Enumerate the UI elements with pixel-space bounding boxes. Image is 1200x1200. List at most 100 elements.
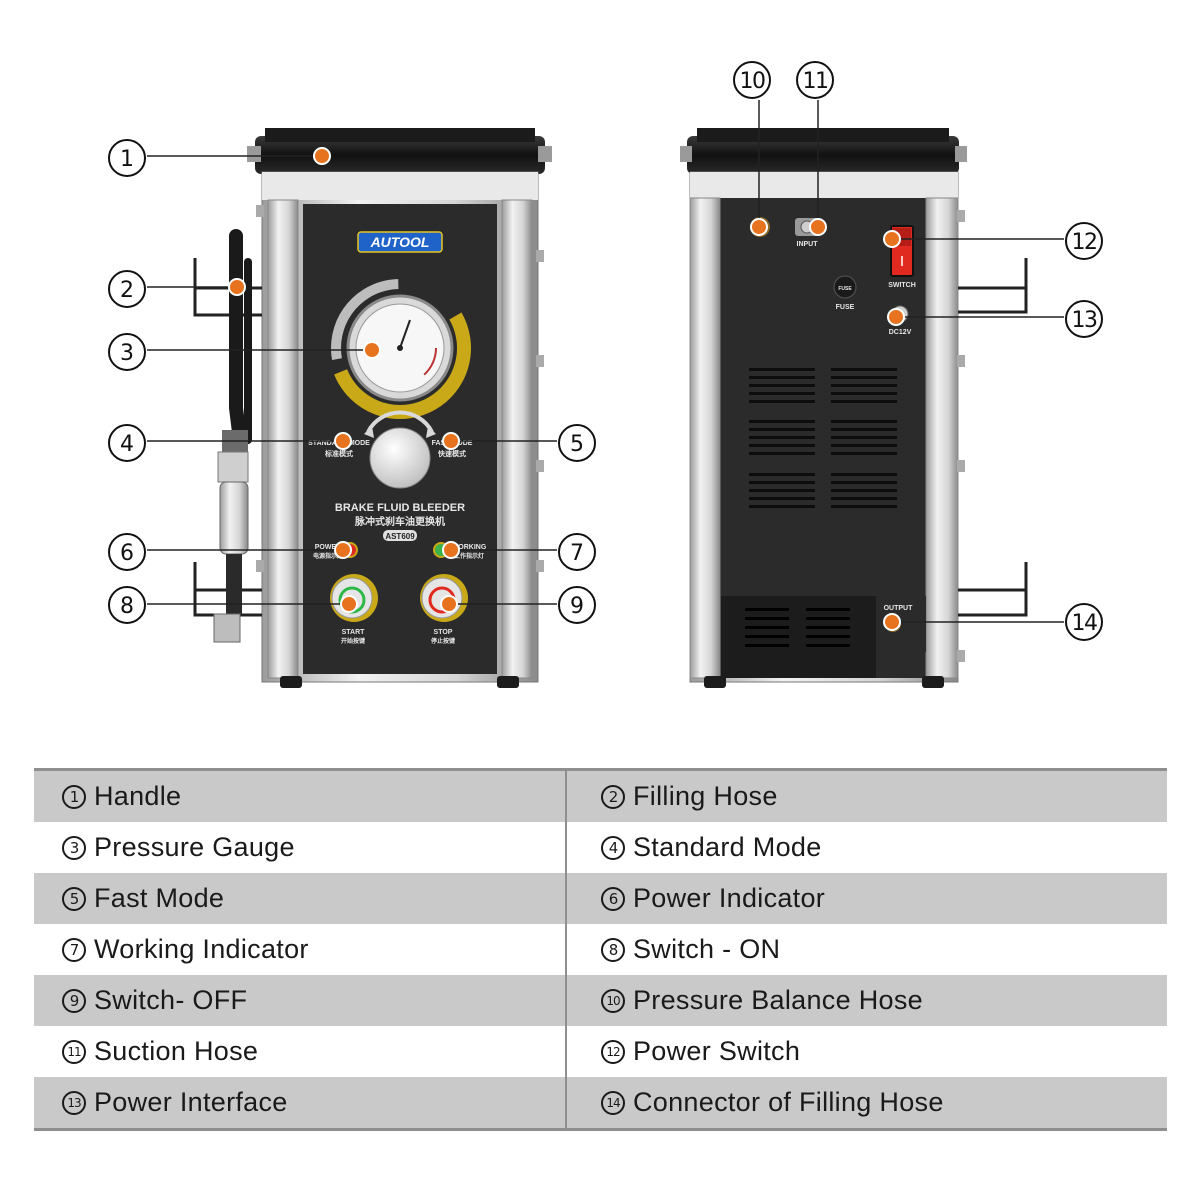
output-box — [721, 596, 876, 678]
legend-item: 14 Connector of Filling Hose — [567, 1077, 1167, 1128]
filling-hose — [213, 229, 252, 643]
callout-dot — [883, 613, 901, 631]
callout-8: 8 — [108, 586, 358, 624]
callout-dot — [228, 278, 246, 296]
rear-bracket-lower — [958, 562, 1028, 617]
legend-number: 1 — [62, 784, 86, 809]
callout-dot — [809, 218, 827, 236]
brand-logo — [357, 231, 443, 253]
callout-number: 7 — [570, 541, 584, 566]
callout-7: 7 — [442, 533, 596, 571]
rear-unit: INPUT FUSE FUSE SWITCH DC12V OUTPUT — [680, 128, 1028, 688]
legend-number: 4 — [601, 835, 625, 860]
callout-number: 6 — [120, 541, 134, 566]
callout-2: 2 — [108, 270, 246, 308]
callout-number-circle — [108, 424, 146, 462]
legend-number: 6 — [601, 886, 625, 911]
legend-item: 4 Standard Mode — [567, 822, 1167, 873]
legend-item: 9 Switch- OFF — [34, 975, 567, 1026]
callout-number-circle — [558, 533, 596, 571]
callout-dot — [313, 147, 331, 165]
vent-grille — [749, 368, 897, 508]
legend-label: Handle — [94, 781, 182, 811]
callout-number: 9 — [570, 594, 584, 619]
callout-dot — [440, 595, 458, 613]
legend-number: 14 — [601, 1090, 625, 1115]
fuse-cap-label: FUSE — [838, 286, 852, 292]
output-vents — [745, 608, 850, 647]
legend-label: Connector of Filling Hose — [633, 1087, 944, 1117]
callout-dot — [340, 595, 358, 613]
callout-number-circle — [1065, 222, 1103, 260]
start-cn: 开始按键 — [341, 637, 366, 645]
callout-dot — [887, 308, 905, 326]
standard-mode-cn: 标准模式 — [324, 449, 353, 458]
callout-10: 10 — [733, 61, 771, 236]
callout-dot — [442, 432, 460, 450]
callout-14: 14 — [883, 603, 1103, 641]
working-cn: 工作指示灯 — [454, 552, 484, 560]
input-label: INPUT — [797, 241, 819, 248]
callout-dot — [750, 218, 768, 236]
legend-label: Working Indicator — [94, 934, 309, 964]
product-title-cn: 脉冲式刹车油更换机 — [354, 515, 445, 528]
callout-number-circle — [1065, 300, 1103, 338]
fast-mode-cn: 快速模式 — [438, 449, 466, 458]
legend-label: Fast Mode — [94, 883, 225, 913]
pressure-gauge — [329, 277, 471, 419]
callout-4: 4 — [108, 424, 352, 462]
callout-number-circle — [558, 424, 596, 462]
legend-number: 11 — [62, 1039, 86, 1064]
legend-label: Pressure Balance Hose — [633, 985, 923, 1015]
output-label: OUTPUT — [884, 605, 914, 612]
callout-number: 5 — [570, 432, 584, 457]
callout-number-circle — [733, 61, 771, 99]
callout-number-circle — [558, 586, 596, 624]
mode-knob[interactable] — [364, 410, 436, 489]
model-badge: AST609 — [385, 532, 415, 541]
stop-cn: 停止按键 — [431, 637, 456, 645]
callout-dot — [442, 541, 460, 559]
callout-dot — [363, 341, 381, 359]
legend-label: Standard Mode — [633, 832, 822, 862]
power-cn: 电源指示灯 — [313, 552, 343, 560]
legend-label: Filling Hose — [633, 781, 778, 811]
callout-number: 8 — [120, 594, 134, 619]
fuse-holder — [833, 275, 857, 299]
callout-number-circle — [108, 270, 146, 308]
legend-label: Switch- OFF — [94, 985, 248, 1015]
legend-label: Power Switch — [633, 1036, 801, 1066]
callout-number-circle — [108, 586, 146, 624]
callout-number: 14 — [1072, 611, 1097, 636]
legend-item: 1 Handle — [34, 771, 567, 822]
legend-label: Pressure Gauge — [94, 832, 295, 862]
legend-number: 9 — [62, 988, 86, 1013]
callout-number: 4 — [120, 432, 134, 457]
callout-5: 5 — [442, 424, 596, 462]
callout-12: 12 — [883, 222, 1103, 260]
callout-number-circle — [796, 61, 834, 99]
fuse-label: FUSE — [836, 304, 855, 311]
brand-logo-text: AUTOOL — [370, 234, 430, 250]
rear-handle — [687, 136, 959, 174]
callout-dot — [334, 541, 352, 559]
working-label: WORKING — [452, 544, 487, 551]
rear-bracket-upper — [958, 258, 1028, 314]
product-title: BRAKE FLUID BLEEDER — [335, 502, 465, 514]
callout-number-circle — [108, 139, 146, 177]
